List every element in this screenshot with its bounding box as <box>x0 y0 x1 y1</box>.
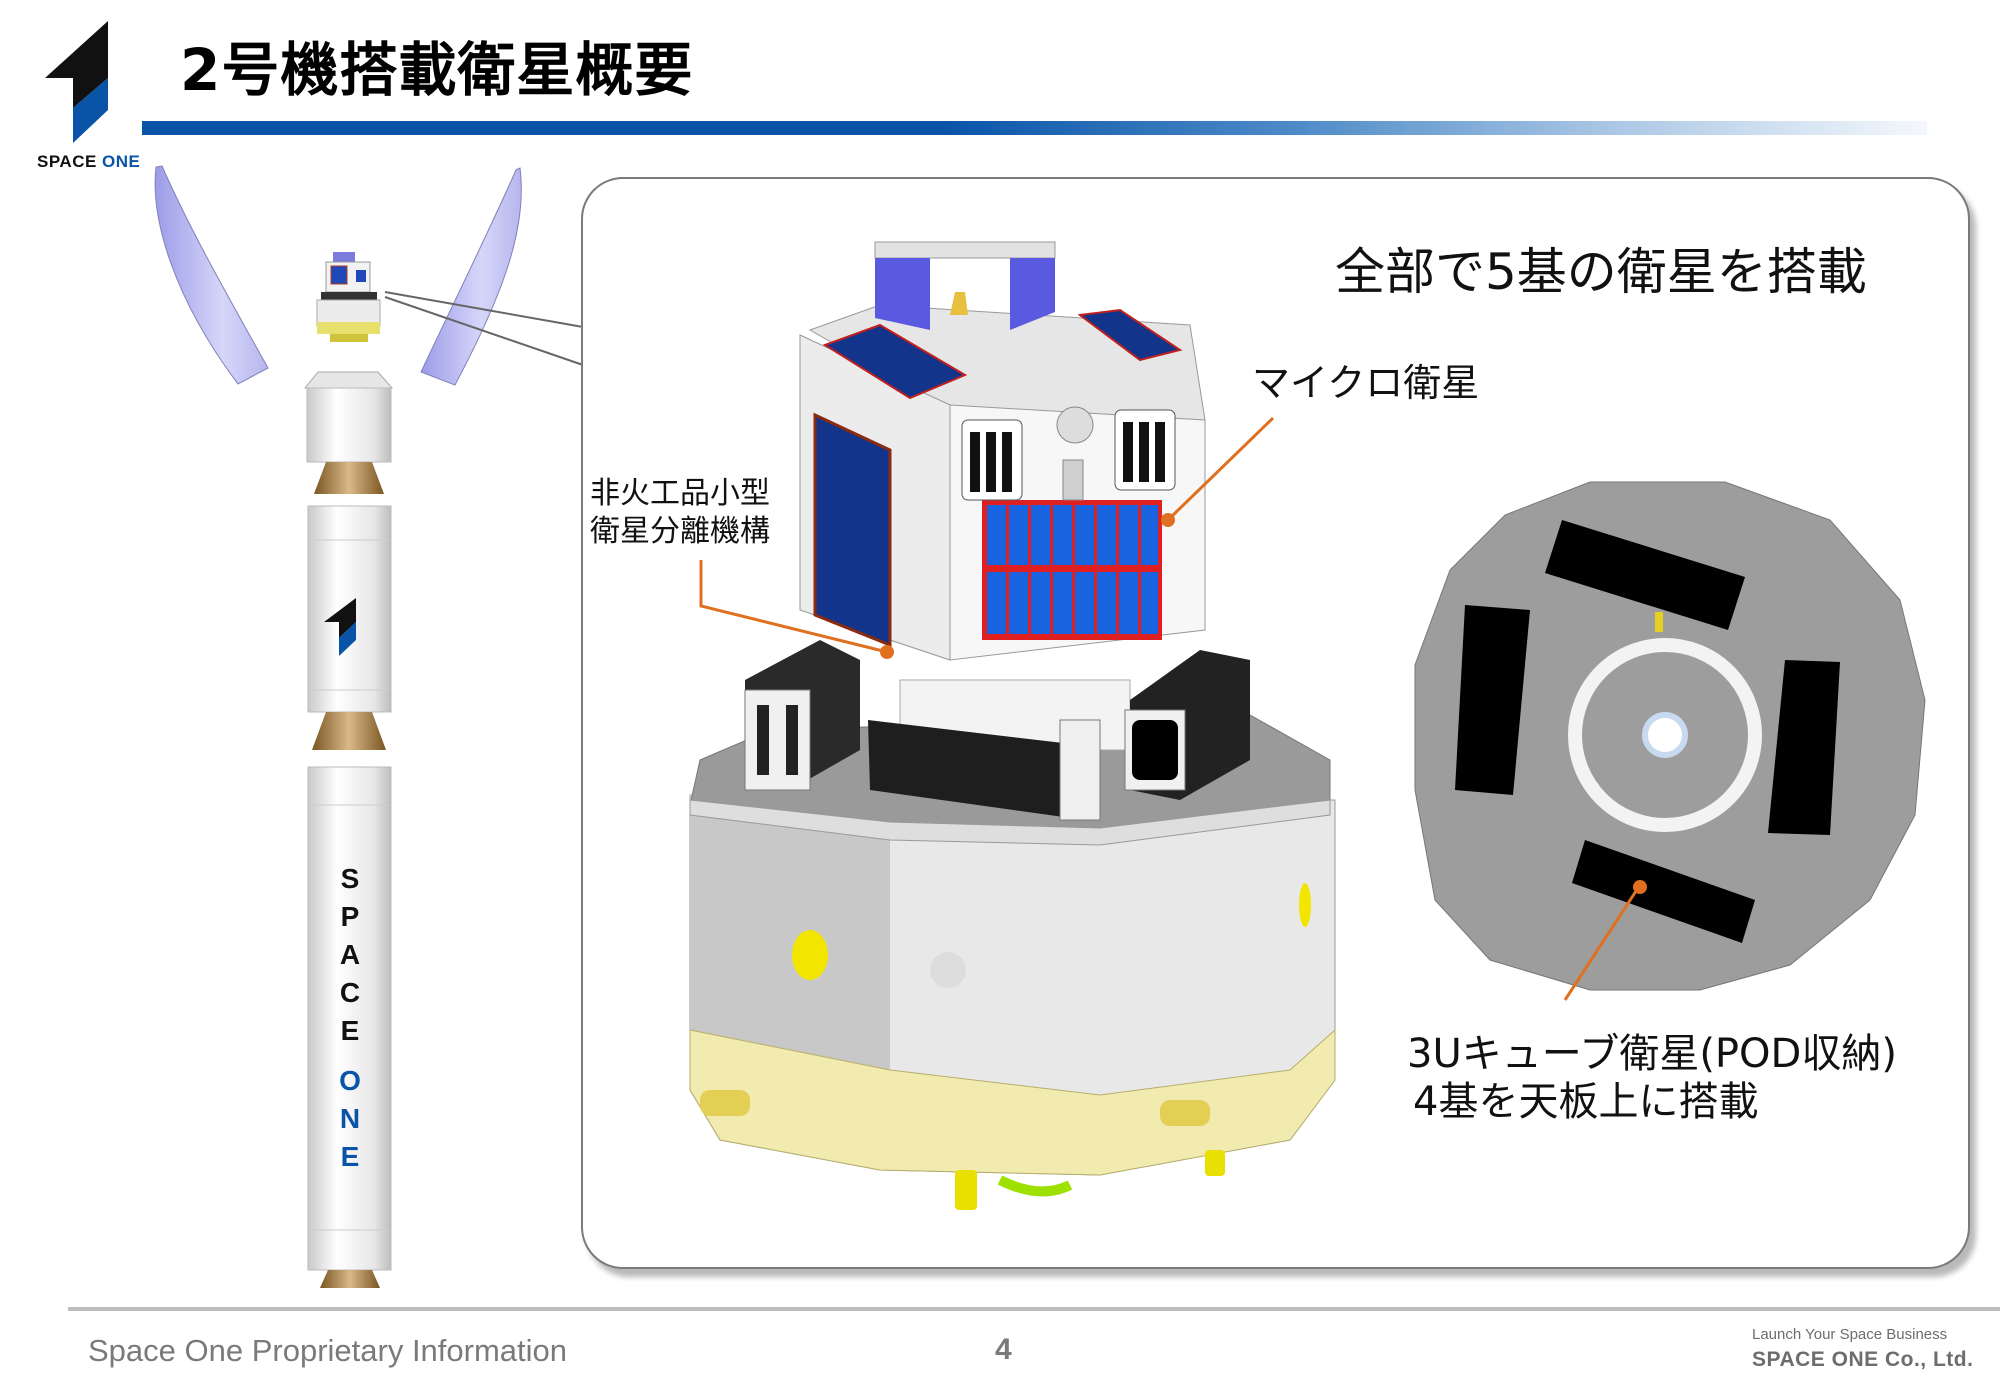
page-title: 2号機搭載衛星概要 <box>180 36 694 104</box>
callout-line: 非火工品小型 <box>590 476 770 511</box>
footer-company: SPACE ONE Co., Ltd. <box>1752 1348 1974 1371</box>
callout-line: 3Uキューブ衛星(POD収納) <box>1407 1031 1897 1077</box>
logo-wordmark: SPACE ONE <box>37 152 141 171</box>
callout-line: 4基を天板上に搭載 <box>1413 1079 1759 1125</box>
rocket-letter: S <box>341 863 360 894</box>
callout-line: 衛星分離機構 <box>590 514 770 549</box>
fairing-left <box>154 165 269 385</box>
rocket-letter: E <box>341 1141 360 1172</box>
space-one-logo-icon <box>45 21 108 143</box>
callout-cubesats: 3Uキューブ衛星(POD収納) 4基を天板上に搭載 <box>1407 1030 1897 1126</box>
fairing-right <box>420 167 522 386</box>
cubesat-pod <box>744 640 860 791</box>
rocket-exploded-illustration: S P A C E O N E <box>154 165 584 1288</box>
cubesat-pod-plan <box>1455 520 1840 943</box>
rocket-letter: N <box>340 1103 360 1134</box>
footer-confidentiality: Space One Proprietary Information <box>88 1333 568 1368</box>
payload-adapter <box>689 770 1336 1210</box>
page-number: 4 <box>995 1333 1012 1366</box>
callout-separation-mechanism: 非火工品小型 衛星分離機構 <box>590 475 770 551</box>
rocket-letter: E <box>341 1015 360 1046</box>
headline-five-satellites: 全部で5基の衛星を搭載 <box>1335 243 1867 301</box>
first-stage: S P A C E O N E <box>307 766 392 1288</box>
footer-divider <box>68 1307 2000 1311</box>
title-underline-bar <box>142 121 1927 135</box>
cubesat-pod <box>868 719 1101 821</box>
payload-mini <box>316 252 381 342</box>
callout-micro-satellite: マイクロ衛星 <box>1252 361 1480 405</box>
rocket-letter: P <box>341 901 360 932</box>
cubesat-pod <box>1124 650 1250 800</box>
rocket-letter: A <box>340 939 360 970</box>
micro-satellite <box>799 241 1206 661</box>
third-stage <box>303 371 394 494</box>
footer-tagline: Launch Your Space Business <box>1752 1326 1948 1343</box>
rocket-letter: O <box>339 1065 361 1096</box>
second-stage <box>307 505 392 750</box>
rocket-letter: C <box>340 977 360 1008</box>
